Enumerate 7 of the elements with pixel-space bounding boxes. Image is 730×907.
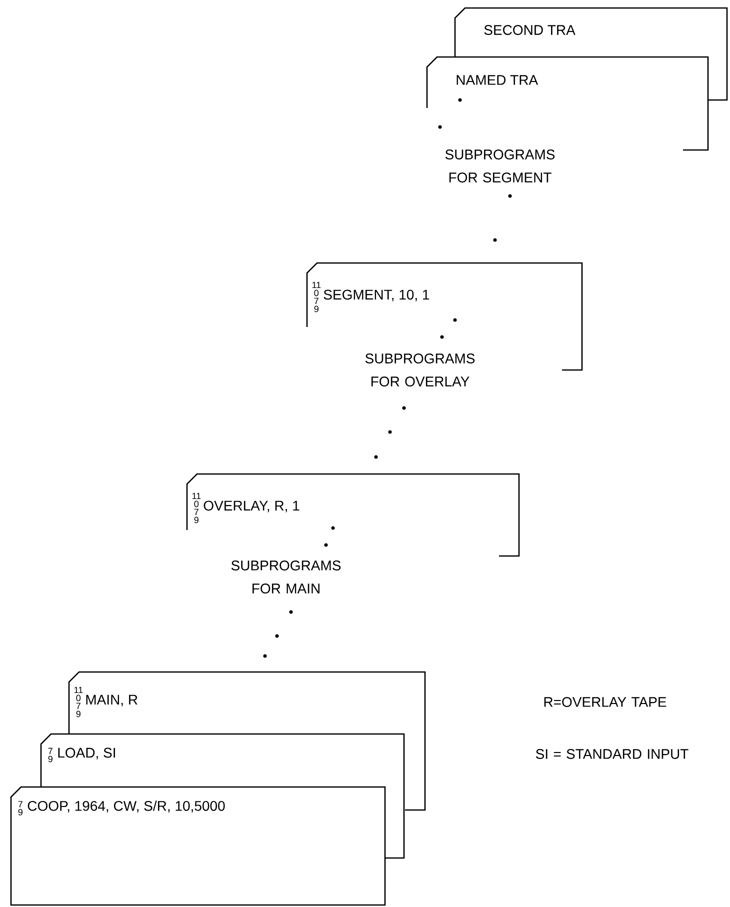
subprogram-label: SUBPROGRAMS FOR SEGMENT [445,150,555,182]
legend-note: R=OVERLAY TAPE [544,697,666,707]
node-label: NAMED TRA [456,75,538,85]
punched-card: NAMED TRA [426,56,709,151]
subprogram-label: SUBPROGRAMS FOR OVERLAY [365,354,475,386]
legend-note: SI = STANDARD INPUT [536,749,688,759]
punched-card: SECOND TRA [454,7,728,57]
